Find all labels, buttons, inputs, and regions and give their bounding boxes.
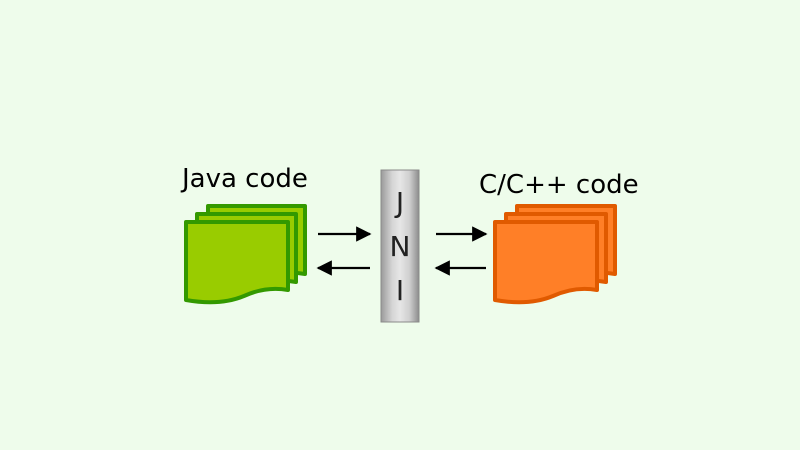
jni-letter-i: I [396,274,404,307]
cpp-document-front [493,220,599,305]
java-document-front [184,220,290,305]
jni-bar: J N I [380,169,420,323]
java-document-stack [184,204,307,305]
java-code-label: Java code [182,164,308,194]
arrows [316,226,488,276]
jni-bar-body [380,169,420,323]
jni-letter-n: N [390,230,411,263]
jni-letter-j: J [394,186,404,219]
cpp-code-label: C/C++ code [479,170,639,200]
cpp-document-stack [493,204,617,305]
